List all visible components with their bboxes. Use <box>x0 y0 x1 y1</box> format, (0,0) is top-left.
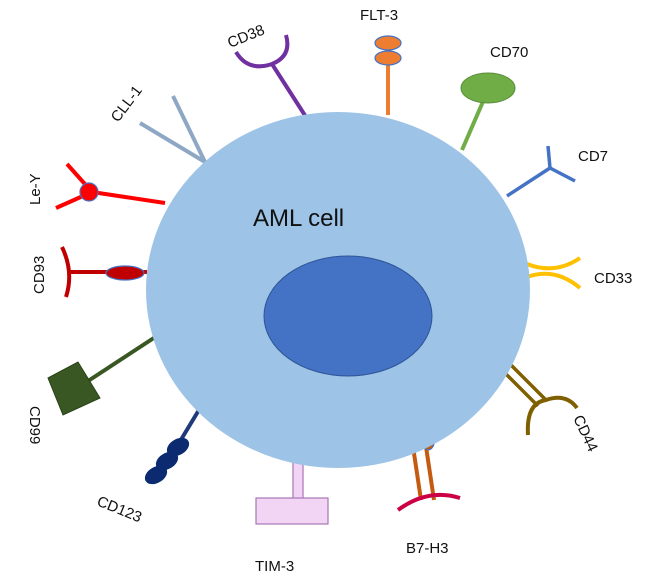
cd7-receptor <box>506 145 576 198</box>
label-cd123: CD123 <box>95 493 145 526</box>
cell-title: AML cell <box>253 205 344 232</box>
cll1-receptor <box>138 95 207 164</box>
label-cd44: CD44 <box>569 413 601 455</box>
label-cd7: CD7 <box>578 148 608 165</box>
label-b7h3: B7-H3 <box>406 540 449 557</box>
label-cll1: CLL-1 <box>108 83 146 126</box>
cd38-receptor <box>234 34 308 119</box>
label-cd99: CD99 <box>26 406 43 444</box>
cd33-receptor <box>526 256 582 290</box>
label-cd93: CD93 <box>31 256 48 294</box>
label-cd38: CD38 <box>225 22 267 52</box>
label-cd70: CD70 <box>490 44 528 61</box>
cd70-receptor <box>460 72 516 151</box>
label-ley: Le-Y <box>27 173 44 205</box>
label-flt3: FLT-3 <box>360 7 398 24</box>
cd93-receptor <box>60 246 147 298</box>
flt3-receptor <box>374 35 402 115</box>
ley-receptor <box>55 162 166 210</box>
cell-nucleus <box>263 255 433 377</box>
label-cd33: CD33 <box>594 270 632 287</box>
label-tim3: TIM-3 <box>255 558 294 575</box>
cd99-receptor <box>47 328 168 416</box>
